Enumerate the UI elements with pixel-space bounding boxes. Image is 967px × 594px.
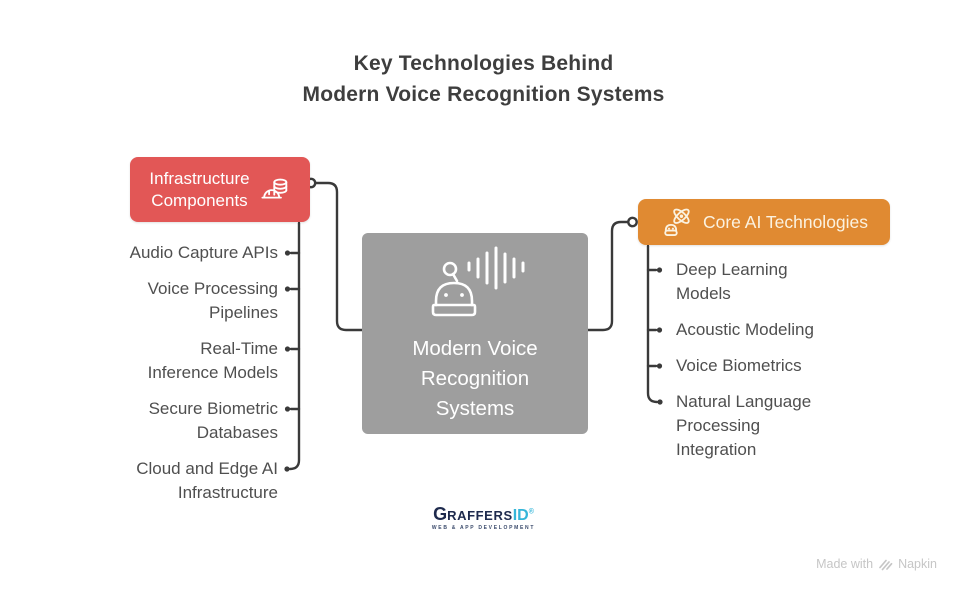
logo-text-raffers: RAFFERS: [447, 508, 513, 523]
right-branch-connector: [585, 220, 630, 332]
node-modern-voice-recognition-systems: Modern Voice Recognition Systems: [362, 233, 588, 434]
napkin-icon: [879, 559, 893, 570]
hardhat-database-icon: [261, 178, 287, 199]
list-item-nlp-integration: Natural Language Processing Integration: [676, 392, 812, 459]
graffersid-logo: GRAFFERSID® WEB & APP DEVELOPMENT: [0, 505, 967, 531]
list-item-audio-capture-apis: Audio Capture APIs: [129, 243, 278, 262]
logo-letter-g: G: [433, 504, 448, 524]
node-infrastructure-label: Infrastructure Components: [149, 168, 250, 210]
credit-prefix: Made with: [816, 557, 874, 571]
robot-atom-icon: [664, 208, 690, 236]
right-item-dot: [656, 363, 663, 369]
left-branch-connector: [313, 181, 365, 332]
right-branch-anchor-ring: [627, 216, 638, 228]
list-item-acoustic-modeling: Acoustic Modeling: [676, 320, 814, 339]
voice-robot-soundwave-icon: [431, 246, 525, 317]
core-ai-items-list: Deep Learning Models Acoustic Modeling V…: [676, 258, 906, 474]
logo-text-id: ID: [512, 507, 529, 524]
node-infrastructure-components: Infrastructure Components: [130, 157, 310, 222]
list-item-secure-biometric-databases: Secure Biometric Databases: [148, 399, 278, 442]
list-item-voice-biometrics: Voice Biometrics: [676, 356, 802, 375]
right-item-dot: [657, 399, 663, 405]
left-item-dot: [284, 346, 291, 352]
diagram-title: Key Technologies Behind Modern Voice Rec…: [302, 52, 665, 106]
left-items-spine: [288, 221, 301, 471]
left-item-dot: [284, 286, 291, 292]
infrastructure-items-list: Audio Capture APIs Voice Processing Pipe…: [58, 241, 278, 517]
napkin-credit: Made with Napkin: [816, 557, 937, 571]
right-item-dot: [656, 267, 663, 273]
logo-registered-mark: ®: [528, 508, 534, 516]
logo-tagline: WEB & APP DEVELOPMENT: [431, 525, 536, 531]
node-core-ai-label: Core AI Technologies: [702, 211, 869, 232]
list-item-real-time-inference-models: Real-Time Inference Models: [147, 339, 278, 382]
left-item-dot: [284, 406, 291, 412]
left-item-dot: [284, 466, 290, 472]
list-item-voice-processing-pipelines: Voice Processing Pipelines: [147, 279, 278, 322]
node-core-ai-technologies: Core AI Technologies: [638, 199, 890, 245]
list-item-deep-learning-models: Deep Learning Models: [676, 260, 788, 303]
center-node-label: Modern Voice Recognition Systems: [412, 337, 538, 420]
right-items-spine: [646, 244, 659, 404]
list-item-cloud-edge-ai-infrastructure: Cloud and Edge AI Infrastructure: [136, 459, 278, 502]
credit-brand: Napkin: [898, 557, 937, 571]
left-item-dot: [284, 250, 291, 256]
right-item-dot: [656, 327, 663, 333]
